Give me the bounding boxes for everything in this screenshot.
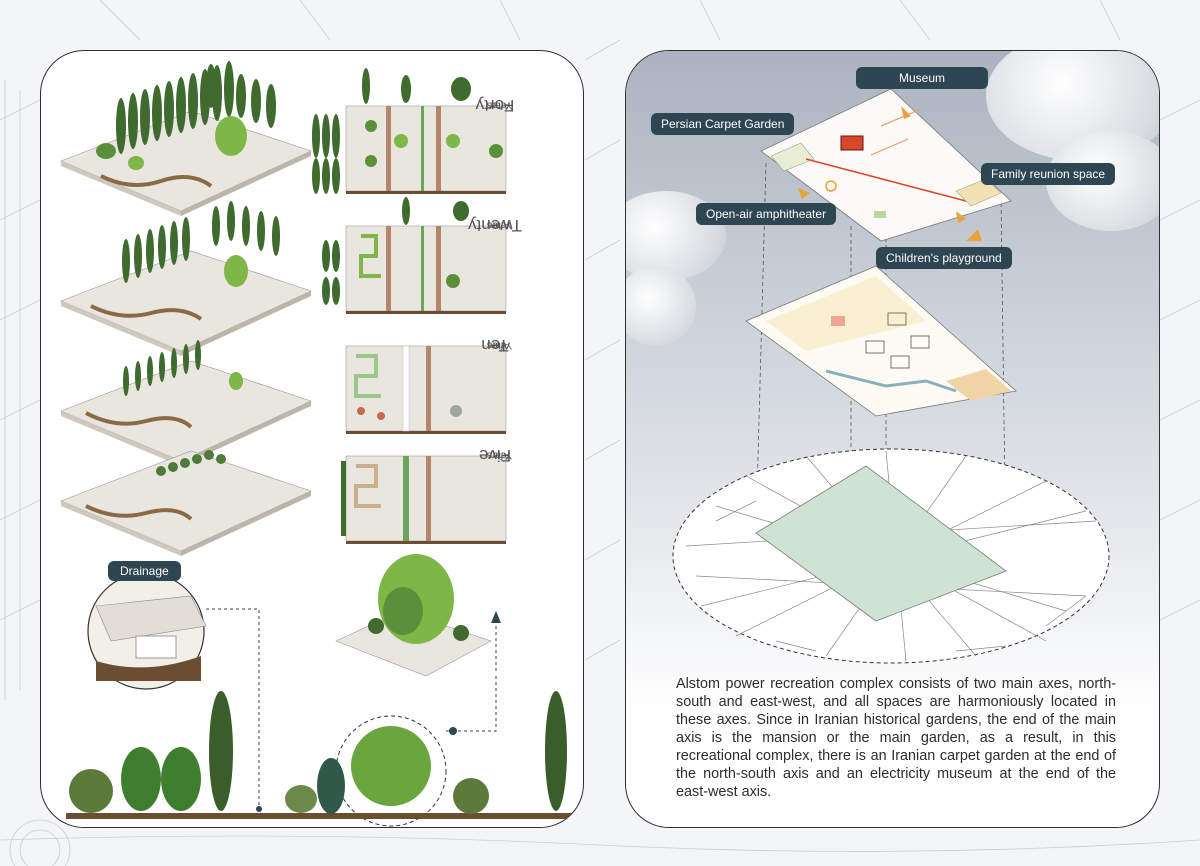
- drainage-label: Drainage: [108, 561, 181, 581]
- plan-block-forty-years: [312, 68, 507, 194]
- isometric-block-ten-years: [60, 340, 312, 466]
- drainage-detail: [87, 572, 207, 690]
- callout-museum: Museum: [856, 67, 988, 89]
- isometric-block-forty-years: [60, 61, 312, 216]
- stage-label-five-years: After Five Years: [478, 446, 513, 465]
- stage-label-twenty-years: After Twenty Years: [468, 216, 522, 235]
- growth-stages-illustration: [60, 61, 576, 827]
- cloud-left-lower: [626, 266, 696, 346]
- tree-planter-isometric: [335, 554, 492, 677]
- callout-family-reunion-space: Family reunion space: [981, 163, 1116, 185]
- growth-stages-panel: After Forty Years After Twenty Years Aft…: [40, 50, 584, 828]
- top-layer-program: [760, 88, 1012, 242]
- callout-open-air-amphitheater: Open-air amphitheater: [696, 203, 837, 225]
- stage-label-ten-years: After Ten Years: [481, 336, 513, 355]
- entrance-arrows: [798, 106, 982, 241]
- tree-detail-circle: [335, 715, 447, 827]
- callout-persian-carpet-garden: Persian Carpet Garden: [651, 113, 795, 135]
- isometric-block-five-years: [60, 450, 312, 556]
- section-elevation: [66, 691, 576, 819]
- plan-block-ten-years: [345, 345, 507, 434]
- middle-layer-zoning: [745, 265, 1017, 417]
- isometric-block-twenty-years: [60, 201, 312, 356]
- plan-block-five-years: [341, 455, 507, 544]
- description-text: Alstom power recreation complex consists…: [676, 676, 1116, 800]
- bottom-layer-city-map: [672, 448, 1110, 664]
- stage-label-forty-years: After Forty Years: [475, 96, 515, 115]
- drainage-leader-line: [206, 608, 260, 809]
- site-layers-diagram: [672, 88, 1110, 664]
- callout-childrens-playground: Children's playground: [876, 247, 1012, 269]
- site-layers-panel: Museum Persian Carpet Garden Family reun…: [625, 50, 1160, 828]
- plan-block-twenty-years: [322, 197, 507, 314]
